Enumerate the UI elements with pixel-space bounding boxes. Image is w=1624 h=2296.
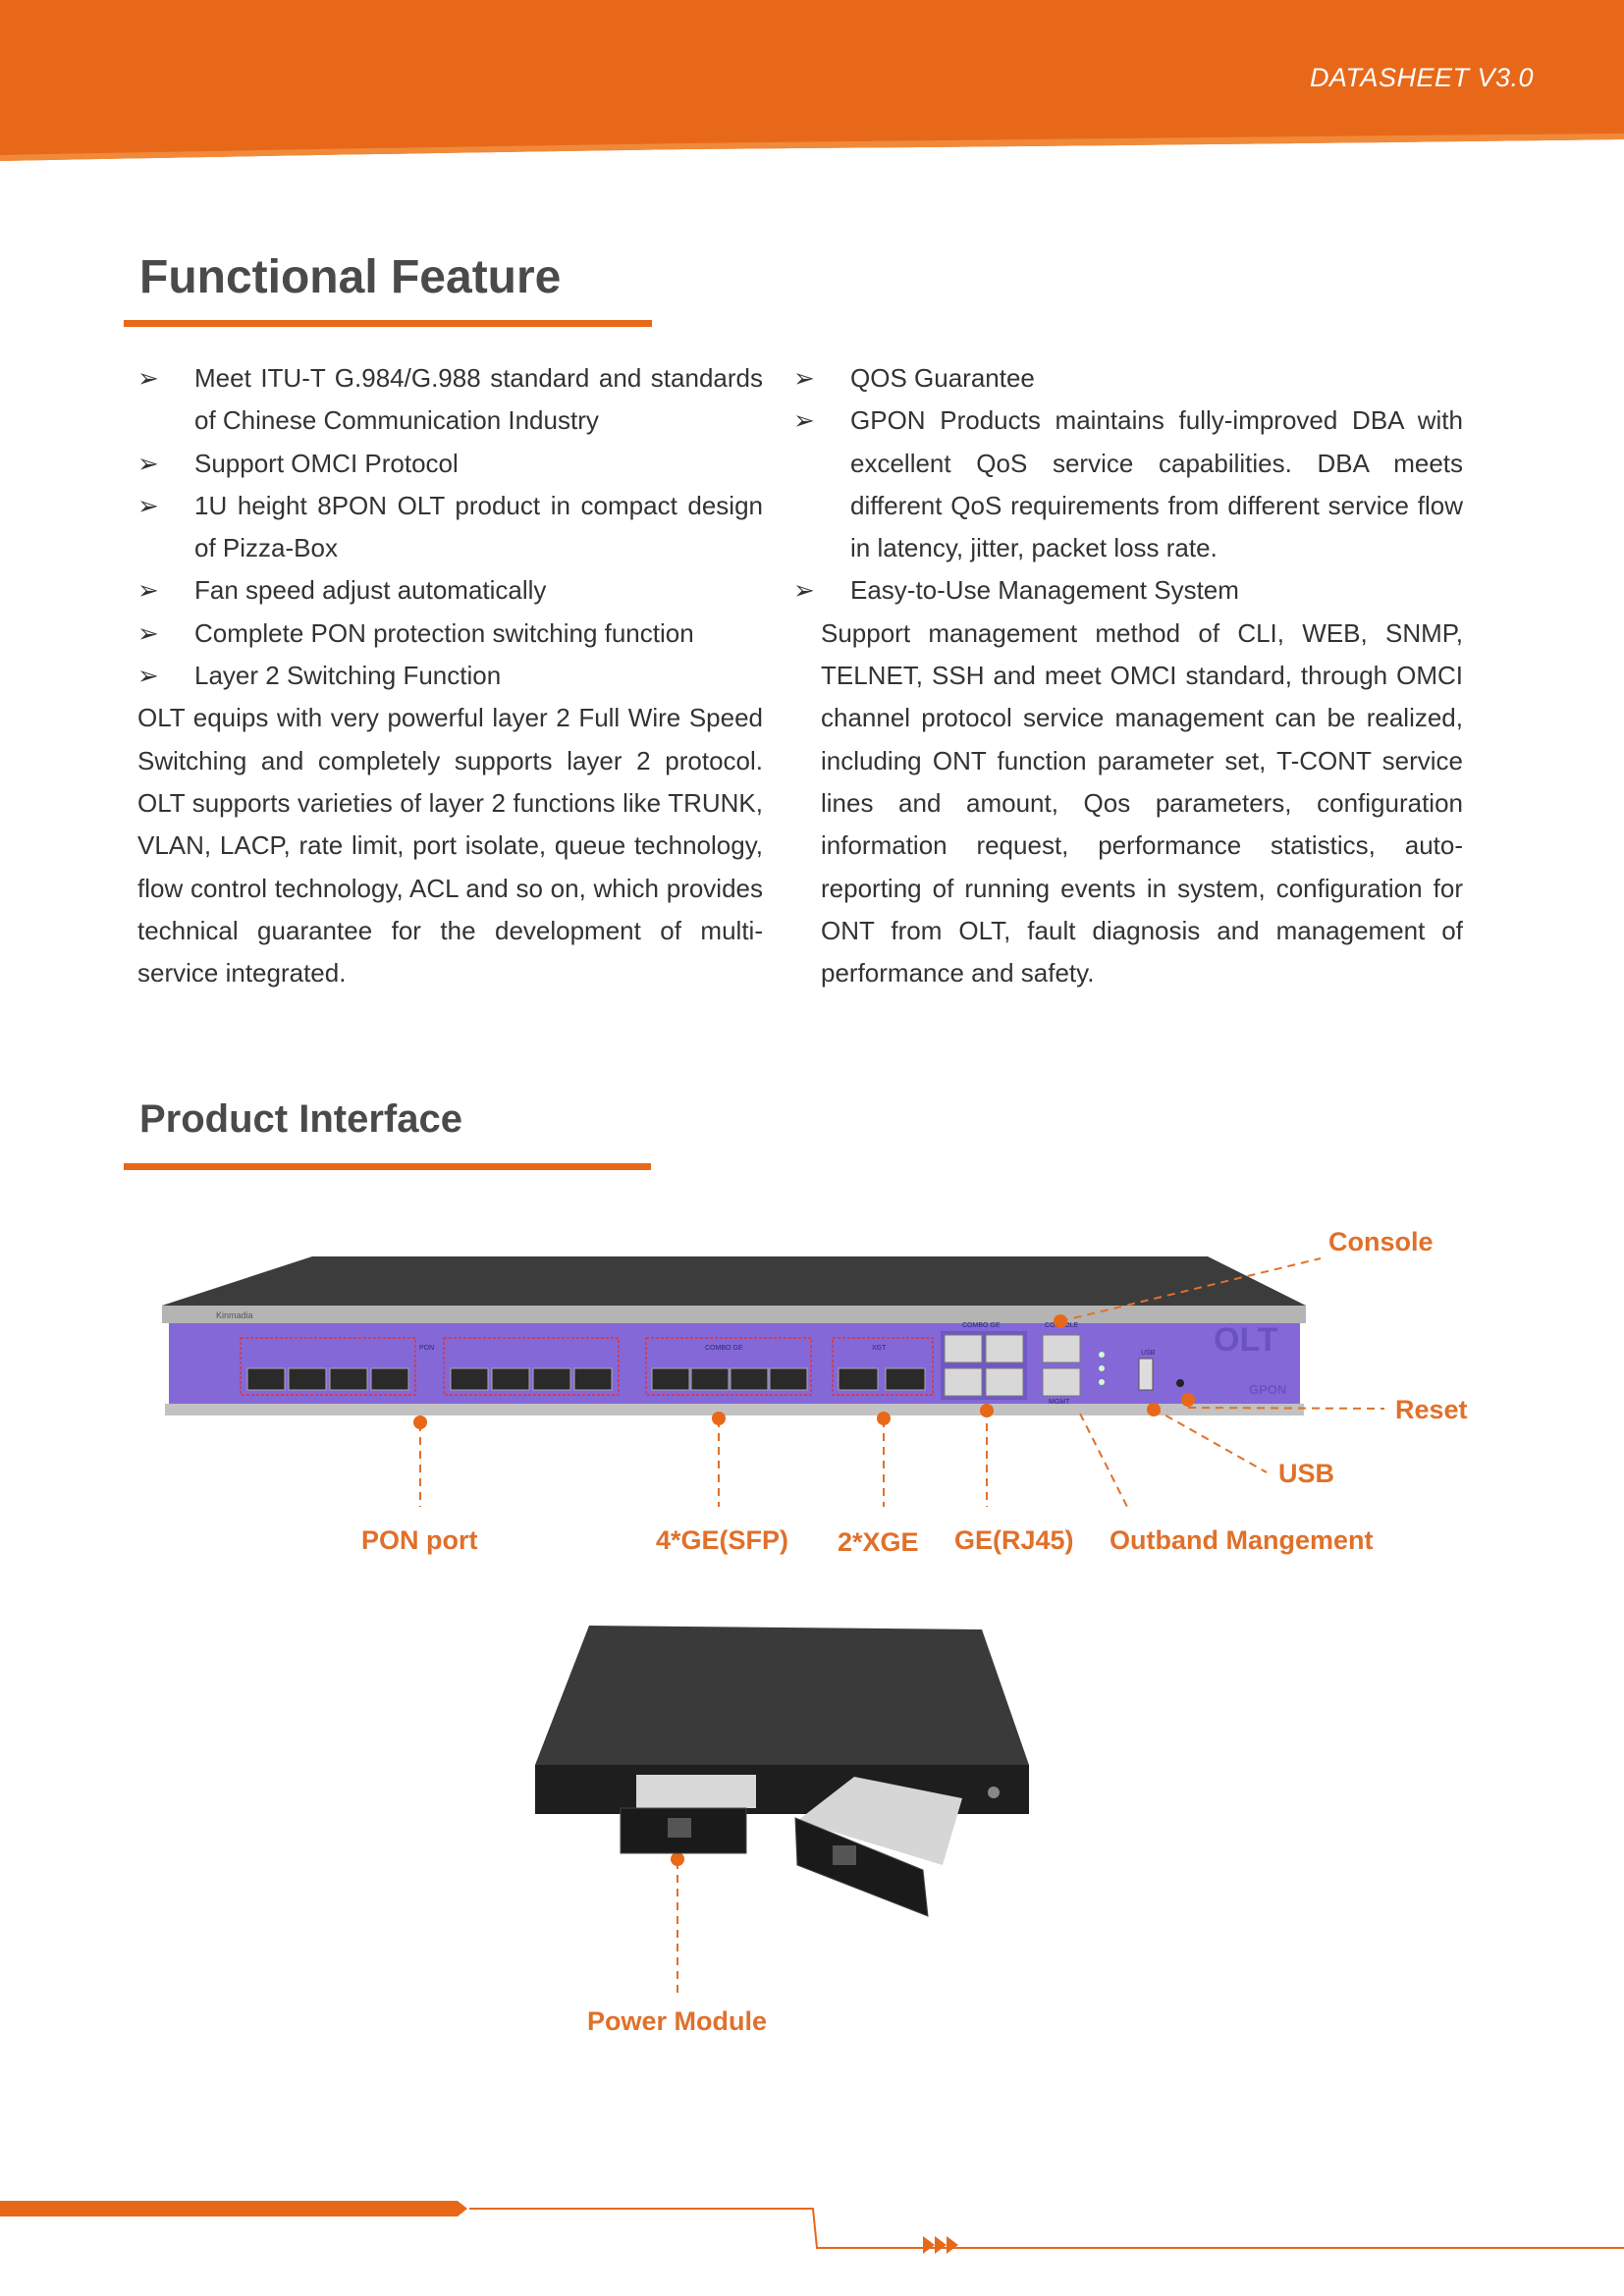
arrow-bullet-icon: ➢: [793, 575, 815, 606]
pon-port: [532, 1367, 571, 1391]
functional-feature-underline: [124, 320, 652, 327]
xgt-group-label: XGT: [872, 1345, 887, 1352]
list-item: ➢QOS Guarantee: [793, 357, 1463, 400]
rj45-port: [985, 1367, 1024, 1397]
arrow-bullet-icon: ➢: [137, 490, 159, 520]
usb-label: USB: [1278, 1459, 1334, 1488]
arrow-bullet-icon: ➢: [137, 448, 159, 478]
ge-rj45-label: GE(RJ45): [954, 1525, 1074, 1555]
power-socket-icon: [668, 1818, 691, 1838]
ge-sfp-port: [769, 1367, 808, 1391]
list-item: ➢Easy-to-Use Management System: [793, 569, 1463, 612]
list-item: ➢Fan speed adjust automatically: [137, 569, 763, 612]
header-banner: [0, 0, 1624, 161]
xge-dot: [877, 1412, 891, 1425]
product-interface-diagram: Kinmadia PON COMBO GE XGT COMBO GE: [162, 1227, 1468, 2036]
brand-label: Kinmadia: [216, 1310, 253, 1320]
outband-management-label: Outband Mangement: [1110, 1525, 1374, 1555]
power-module-2: [794, 1817, 929, 1917]
product-interface-title: Product Interface: [139, 1097, 462, 1141]
pon-group-label: PON: [419, 1345, 434, 1352]
arrow-bullet-icon: ➢: [137, 575, 159, 606]
chassis-top: [535, 1626, 1029, 1765]
pon-port: [288, 1367, 327, 1391]
ge-rj45-dot: [980, 1404, 994, 1417]
footer-line: [469, 2208, 1624, 2249]
right-column: ➢QOS Guarantee ➢GPON Products maintains …: [793, 357, 1463, 994]
power-chassis-image: [535, 1626, 1029, 1917]
power-module-label: Power Module: [587, 2006, 767, 2036]
product-interface-underline: [124, 1163, 651, 1170]
management-paragraph: Support management method of CLI, WEB, S…: [821, 617, 1463, 988]
ge-sfp-port: [690, 1367, 730, 1391]
console-label: Console: [1328, 1227, 1434, 1256]
pon-port-label: PON port: [361, 1525, 478, 1555]
arrow-bullet-icon: ➢: [793, 363, 815, 393]
pon-port: [329, 1367, 368, 1391]
pon-dot: [413, 1415, 427, 1429]
console-port: [1042, 1334, 1081, 1363]
rj45-port: [985, 1334, 1024, 1363]
device-front-panel: [169, 1323, 1300, 1404]
footer-bar: [0, 2201, 467, 2216]
list-item: ➢Meet ITU-T G.984/G.988 standard and sta…: [137, 357, 763, 443]
chevron-right-icon: [923, 2236, 935, 2254]
layer2-paragraph: OLT equips with very powerful layer 2 Fu…: [137, 703, 763, 988]
rj45-port: [944, 1367, 983, 1397]
ge-sfp-port: [651, 1367, 690, 1391]
olt-device-image: Kinmadia PON COMBO GE XGT COMBO GE: [162, 1256, 1306, 1415]
page-footer: [0, 2201, 1624, 2254]
usb-port-label: USB: [1141, 1350, 1156, 1357]
device-top-rail: [162, 1306, 1306, 1323]
console-dot: [1054, 1314, 1067, 1328]
xge-port: [885, 1367, 926, 1391]
power-socket-icon: [833, 1845, 856, 1865]
arrow-bullet-icon: ➢: [793, 405, 815, 436]
mgmt-port: [1042, 1367, 1081, 1397]
callout-dots: [413, 1314, 1195, 1866]
ge-sfp-label: 4*GE(SFP): [656, 1525, 788, 1555]
list-item: ➢Complete PON protection switching funct…: [137, 613, 763, 655]
xge-label: 2*XGE: [838, 1527, 919, 1557]
usb-port: [1138, 1358, 1154, 1391]
functional-feature-title: Functional Feature: [139, 251, 562, 303]
pon-port: [573, 1367, 613, 1391]
device-bottom-rail: [165, 1404, 1304, 1415]
rj45-port: [944, 1334, 983, 1363]
pon-port: [491, 1367, 530, 1391]
device-top-cover: [162, 1256, 1306, 1306]
list-item: ➢GPON Products maintains fully-improved …: [793, 400, 1463, 569]
pon-port: [450, 1367, 489, 1391]
xge-port: [838, 1367, 879, 1391]
arrow-bullet-icon: ➢: [137, 363, 159, 393]
chevron-right-icon: [935, 2236, 947, 2254]
combo-rj45-group-label: COMBO GE: [962, 1322, 1001, 1329]
ge-sfp-port: [730, 1367, 769, 1391]
gpon-logo: GPON: [1249, 1382, 1286, 1397]
olt-logo: OLT: [1214, 1321, 1278, 1359]
left-column: ➢Meet ITU-T G.984/G.988 standard and sta…: [137, 357, 763, 994]
usb-dot: [1147, 1403, 1161, 1416]
callout-lines: [419, 1257, 1385, 1993]
combo-group-label: COMBO GE: [705, 1345, 743, 1352]
ge-sfp-dot: [712, 1412, 726, 1425]
reset-dot: [1181, 1393, 1195, 1407]
arrow-bullet-icon: ➢: [137, 617, 159, 648]
power-module-dot: [671, 1852, 684, 1866]
page-header: DATASHEET V3.0: [0, 0, 1624, 163]
list-item: ➢Support OMCI Protocol: [137, 443, 763, 485]
arrow-bullet-icon: ➢: [137, 661, 159, 691]
chevron-right-icon: [947, 2236, 958, 2254]
pon-port: [246, 1367, 286, 1391]
list-item: ➢Layer 2 Switching Function: [137, 655, 763, 697]
datasheet-version: DATASHEET V3.0: [1309, 63, 1534, 92]
reset-label: Reset: [1395, 1395, 1468, 1424]
mgmt-label: MGMT: [1049, 1399, 1070, 1406]
list-item: ➢1U height 8PON OLT product in compact d…: [137, 485, 763, 570]
pon-port: [370, 1367, 409, 1391]
reset-button: [1176, 1379, 1184, 1387]
